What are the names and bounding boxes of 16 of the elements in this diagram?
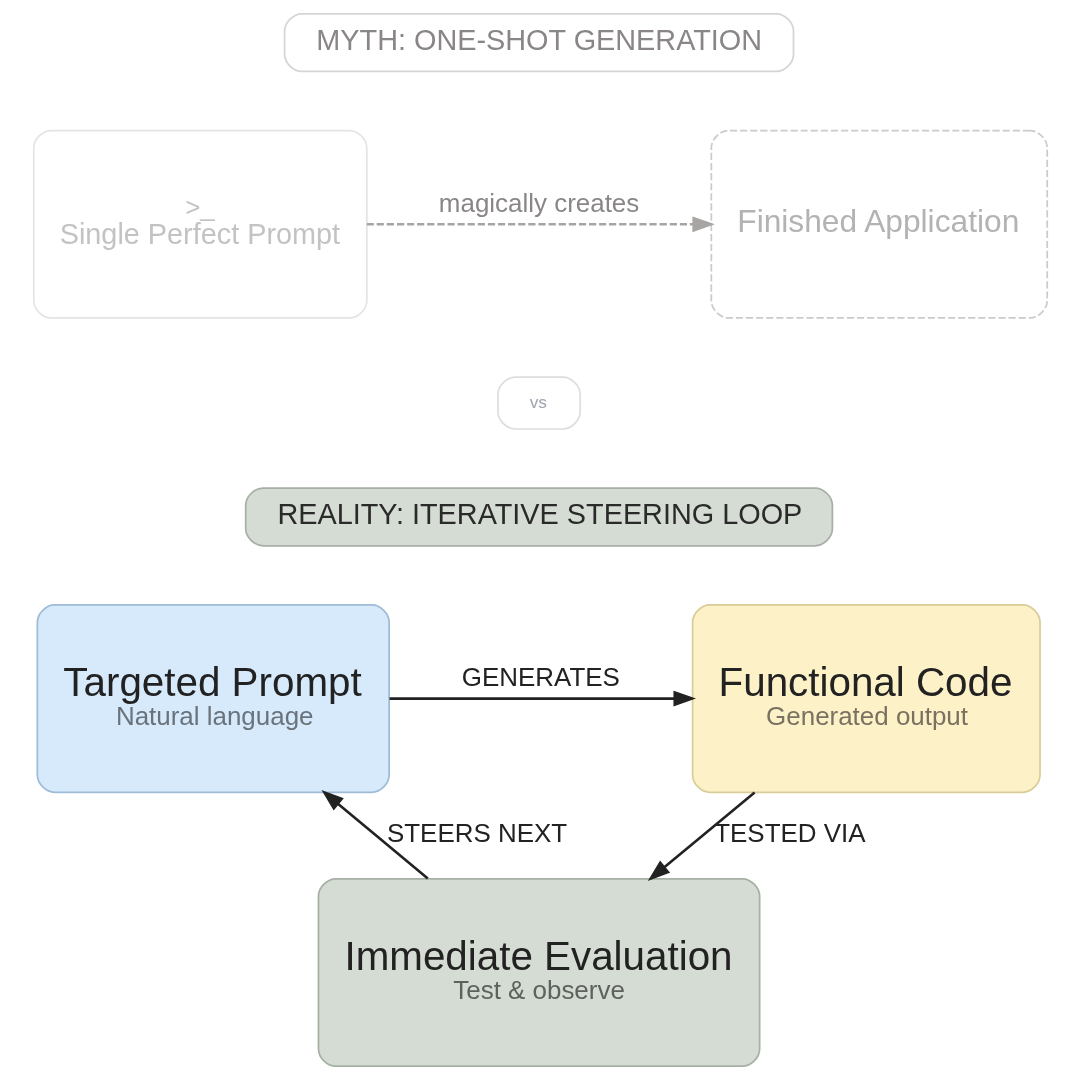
edge-label: GENERATES bbox=[461, 663, 620, 692]
arrow bbox=[320, 790, 429, 880]
node-box: Targeted Prompt Natural language bbox=[36, 604, 390, 794]
node-box: REALITY: ITERATIVE STEERING LOOP bbox=[244, 487, 833, 547]
arrow bbox=[647, 791, 755, 881]
node-box: MYTH: ONE-SHOT GENERATION bbox=[283, 12, 794, 73]
arrow bbox=[389, 690, 696, 707]
edge-label: magically creates bbox=[438, 188, 639, 217]
node-box: Functional Code Generated output bbox=[691, 604, 1041, 794]
node-box: Immediate Evaluation Test & observe bbox=[317, 877, 760, 1068]
edge-label: STEERS NEXT bbox=[386, 818, 567, 847]
node-box: >_ Single Perfect Prompt bbox=[32, 129, 368, 319]
arrow bbox=[366, 216, 715, 233]
node-box: vs bbox=[496, 376, 581, 430]
edge-label: TESTED VIA bbox=[713, 818, 866, 847]
node-box: Finished Application bbox=[709, 129, 1048, 319]
